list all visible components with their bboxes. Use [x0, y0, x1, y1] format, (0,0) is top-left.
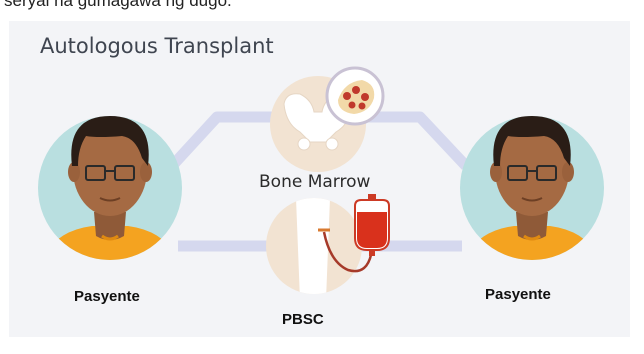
patient-right-avatar	[460, 116, 604, 270]
patient-left-label: Pasyente	[74, 288, 140, 305]
pbsc-illustration	[266, 194, 389, 300]
patient-right-label: Pasyente	[485, 286, 551, 303]
arm-icon	[296, 198, 330, 300]
patient-left-avatar	[38, 116, 182, 270]
pbsc-label: PBSC	[282, 311, 324, 328]
blood-bag-icon	[355, 194, 389, 256]
bone-marrow-magnifier-icon	[327, 68, 383, 124]
diagram-title: Autologous Transplant	[40, 34, 274, 58]
bone-marrow-label: Bone Marrow	[259, 172, 370, 192]
bone-marrow-illustration	[270, 68, 383, 172]
